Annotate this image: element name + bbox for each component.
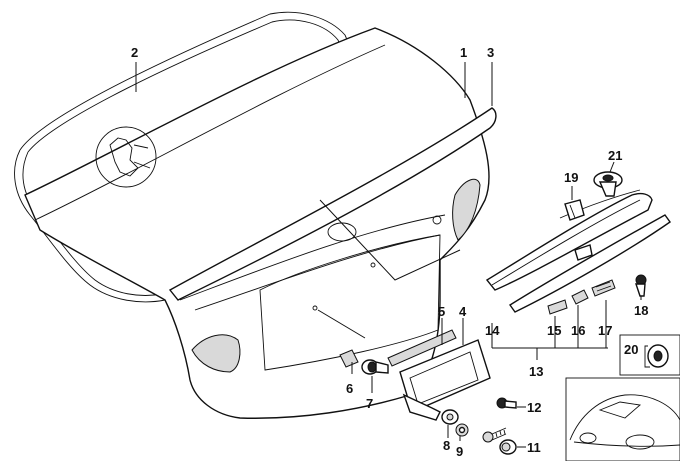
bush-7 (361, 359, 389, 375)
callout-4: 4 (459, 304, 467, 319)
leader-bolt (317, 309, 366, 339)
lock-detail-circle (95, 126, 157, 188)
callout-15: 15 (547, 323, 561, 338)
callout-16: 16 (571, 323, 585, 338)
washer-8 (441, 409, 459, 425)
leader-handle (319, 199, 461, 281)
screw-10 (482, 427, 507, 443)
callout-20: 20 (624, 342, 638, 357)
spoiler (168, 107, 497, 301)
trunk-lid (24, 27, 490, 419)
callout-12: 12 (527, 400, 541, 415)
callout-18: 18 (634, 303, 648, 318)
callout-21: 21 (608, 148, 622, 163)
callout-17: 17 (598, 323, 612, 338)
handle-strip (485, 189, 671, 313)
callout-11: 11 (527, 440, 541, 455)
callout-3: 3 (487, 45, 494, 60)
callout-19: 19 (564, 170, 578, 185)
callout-13: 13 (529, 364, 543, 379)
badge-15 (547, 299, 568, 315)
washer-9 (455, 423, 469, 437)
callout-7: 7 (366, 396, 373, 411)
callout-6: 6 (346, 381, 353, 396)
leader-lines (135, 62, 642, 448)
badge-16 (571, 289, 589, 305)
callout-9: 9 (456, 444, 463, 459)
badge-17 (591, 279, 616, 297)
tape-roll-box (619, 334, 680, 376)
cap-11 (499, 439, 517, 455)
screw-18 (635, 274, 647, 297)
clip-19 (564, 199, 585, 221)
callout-5: 5 (438, 304, 445, 319)
callout-8: 8 (443, 438, 450, 453)
strip (387, 329, 457, 367)
licence-bracket (399, 339, 491, 421)
washer-6 (339, 349, 359, 368)
clip-21 (593, 171, 623, 197)
callout-14: 14 (485, 323, 500, 338)
car-thumbnail (565, 377, 680, 461)
callout-2: 2 (131, 45, 138, 60)
screw-12 (496, 397, 517, 409)
callout-1: 1 (460, 45, 467, 60)
